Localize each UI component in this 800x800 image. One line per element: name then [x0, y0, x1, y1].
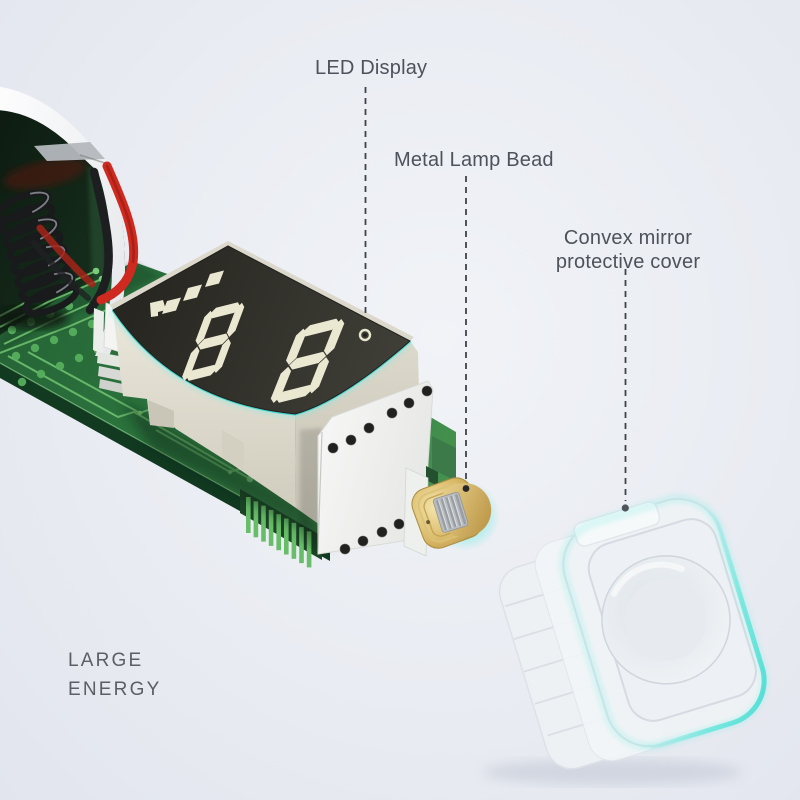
led-digits	[150, 270, 372, 406]
leader-lines	[364, 87, 627, 501]
display-ring-indicator	[358, 328, 372, 342]
black-wire-back	[31, 240, 91, 301]
wires	[31, 161, 139, 315]
convex-mirror-cover	[482, 493, 770, 785]
lamp-bead-chip	[432, 491, 469, 533]
shell-cut-bevel	[34, 142, 105, 161]
callout-metal-lamp-bead: Metal Lamp Bead	[394, 149, 554, 171]
callout-convex-mirror: Convex mirror protective cover	[544, 226, 712, 274]
pcb-connector-fingers	[246, 497, 312, 568]
metal-lamp-bead	[411, 477, 500, 551]
brand-line2: ENERGY	[68, 679, 162, 700]
leader-dot-convex-mirror	[621, 504, 629, 512]
module-left-wall	[113, 310, 296, 508]
module-foot-2	[222, 430, 244, 470]
brand-text: LARGE ENERGY	[68, 646, 161, 704]
callout-convex-mirror-line2: protective cover	[555, 251, 701, 273]
display-shadow	[120, 400, 335, 548]
lamp-bead-dot	[462, 485, 470, 492]
callout-convex-mirror-line1: Convex mirror	[563, 227, 693, 249]
display-indicator-segments	[150, 270, 224, 317]
callout-led-display: LED Display	[315, 57, 428, 79]
module-top-rim	[110, 241, 414, 341]
brand-line1: LARGE	[68, 650, 144, 671]
red-wire-back	[36, 224, 96, 288]
perforated-mounting-plate	[300, 380, 434, 555]
module-foot-1	[148, 400, 174, 428]
